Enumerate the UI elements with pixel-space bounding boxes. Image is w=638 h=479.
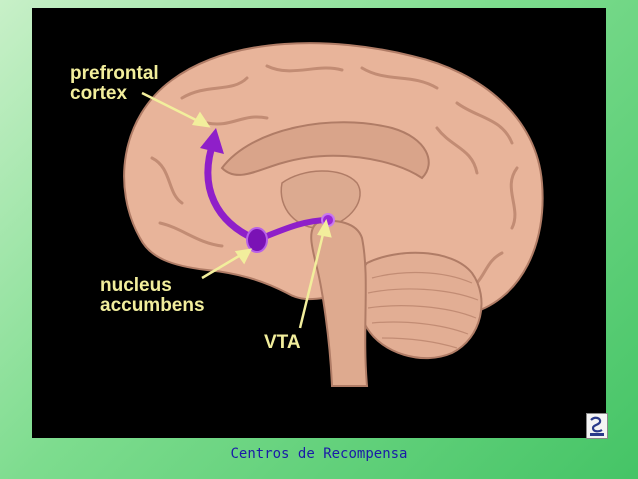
pointer-arrows <box>141 91 332 329</box>
cerebellum-folia <box>367 271 479 349</box>
cerebellum <box>356 251 483 360</box>
diagram-panel: prefrontal cortex nucleus accumbens VTA <box>32 8 606 438</box>
mesocortical-pathway <box>204 136 261 244</box>
label-vta: VTA <box>264 332 301 353</box>
thalamus <box>280 170 361 229</box>
brain-sagittal-illustration <box>123 42 544 387</box>
slide-caption: Centros de Recompensa <box>230 446 408 462</box>
pathway-arrowhead <box>200 128 224 154</box>
corpus-callosum <box>220 121 430 180</box>
nucleus-accumbens-node <box>246 227 268 253</box>
label-prefrontal-cortex: prefrontal cortex <box>70 63 159 104</box>
publisher-logo-icon <box>586 413 608 439</box>
label-nucleus-accumbens: nucleus accumbens <box>100 275 205 316</box>
